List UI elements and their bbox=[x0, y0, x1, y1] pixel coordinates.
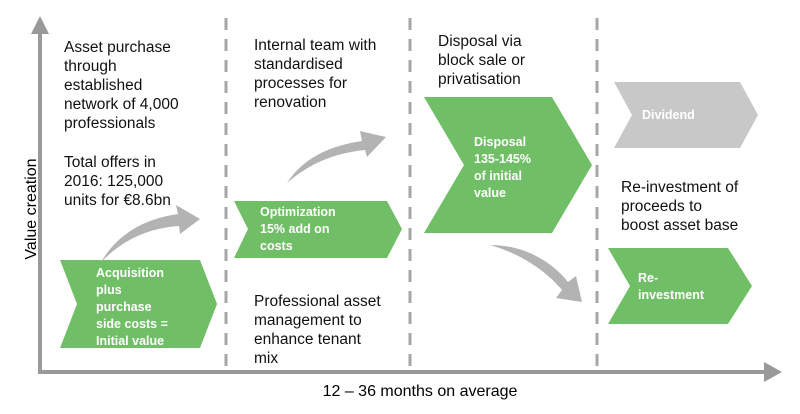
disposal-label: Disposal 135-145% of initial value bbox=[474, 135, 531, 200]
disposal-chevron bbox=[424, 97, 592, 233]
x-axis-label: 12 – 36 months on average bbox=[322, 383, 518, 400]
y-axis-arrowhead bbox=[31, 16, 49, 34]
optimization-label: Optimization 15% add on costs bbox=[260, 205, 336, 253]
offers-note: Total offers in 2016: 125,000 units for … bbox=[64, 154, 171, 209]
reinvestment-description: Re-investment of proceeds to boost asset… bbox=[621, 179, 739, 234]
disposal-description: Disposal via block sale or privatisation bbox=[438, 33, 526, 88]
y-axis-label: Value creation bbox=[23, 158, 40, 260]
optimization-chevron bbox=[234, 201, 402, 258]
curved-arrow-3 bbox=[490, 245, 582, 302]
dividend-chevron bbox=[614, 82, 758, 148]
acquisition-description: Asset purchase through established netwo… bbox=[64, 39, 179, 132]
reinvestment-chevron bbox=[608, 248, 752, 324]
optimization-description: Internal team with standardised processe… bbox=[254, 37, 377, 111]
dividend-label: Dividend bbox=[642, 108, 695, 122]
acquisition-chevron bbox=[60, 260, 217, 348]
reinvestment-label: Re- investment bbox=[638, 271, 704, 302]
x-axis-arrowhead bbox=[764, 362, 782, 382]
asset-management-note: Professional asset management to enhance… bbox=[254, 293, 381, 367]
curved-arrow-2 bbox=[287, 131, 386, 183]
acquisition-label: Acquisition plus purchase side costs = I… bbox=[96, 266, 168, 348]
curved-arrow-1 bbox=[101, 205, 200, 262]
